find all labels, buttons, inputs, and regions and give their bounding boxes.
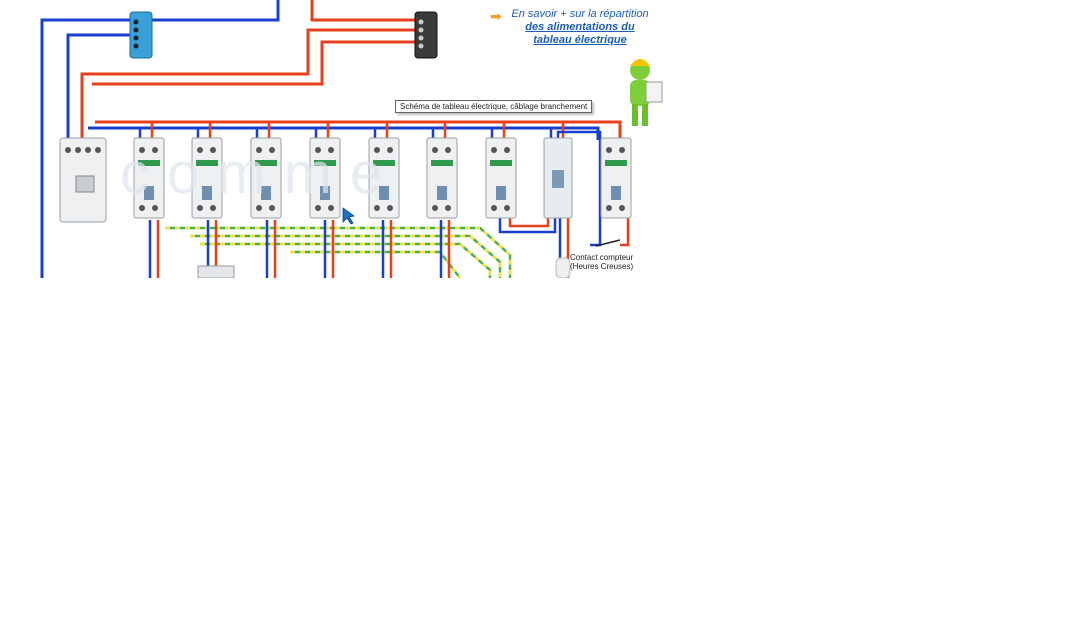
- phase-feed-line-2: [80, 28, 418, 140]
- contactor-icon: [543, 137, 573, 219]
- neutral-feed-line-2: [66, 33, 132, 140]
- differential-switch-icon: [59, 137, 107, 223]
- info-link-line-1[interactable]: En savoir + sur la répartition: [511, 8, 649, 20]
- circuit-breakers: [133, 137, 632, 219]
- phase-feed-line-3: [92, 40, 418, 86]
- circuit-breaker-icon: [250, 137, 282, 219]
- watermark: comme: [120, 141, 401, 206]
- circuit-breaker-icon: [426, 137, 458, 219]
- phase-feed-line: [310, 0, 418, 22]
- circuit-breaker-icon: [600, 137, 632, 219]
- circuit-breaker-icon: [191, 137, 223, 219]
- image-tooltip: Schéma de tableau électrique, câblage br…: [395, 100, 593, 113]
- engineer-figure-icon: [630, 59, 663, 126]
- meter-contact-line-1: Contact compteur: [570, 253, 634, 262]
- neutral-distribution-block-icon: [129, 11, 153, 59]
- appliance-icon: [197, 265, 235, 278]
- info-link[interactable]: En savoir + sur la répartition des alime…: [490, 8, 670, 47]
- info-link-line-2[interactable]: des alimentations du: [525, 21, 635, 33]
- wiring-svg: [40, 0, 663, 278]
- circuit-breaker-icon: [368, 137, 400, 219]
- electrical-panel-diagram: comme ➡ En savoir + sur la répartition d…: [0, 0, 680, 278]
- info-link-line-3[interactable]: tableau électrique: [533, 34, 627, 46]
- neutral-feed-line: [40, 0, 280, 278]
- meter-contact-line-2: (Heures Creuses): [570, 262, 634, 271]
- neutral-bus: [88, 126, 600, 140]
- cable-icon: [555, 257, 571, 278]
- phase-bus: [95, 120, 622, 140]
- circuit-breaker-icon: [133, 137, 165, 219]
- phase-distribution-block-icon: [414, 11, 438, 59]
- cursor-icon: [342, 207, 355, 225]
- meter-contact-label: Contact compteur (Heures Creuses): [570, 253, 633, 271]
- circuit-breaker-icon: [309, 137, 341, 219]
- arrow-icon: ➡: [490, 8, 502, 24]
- circuit-breaker-icon: [485, 137, 517, 219]
